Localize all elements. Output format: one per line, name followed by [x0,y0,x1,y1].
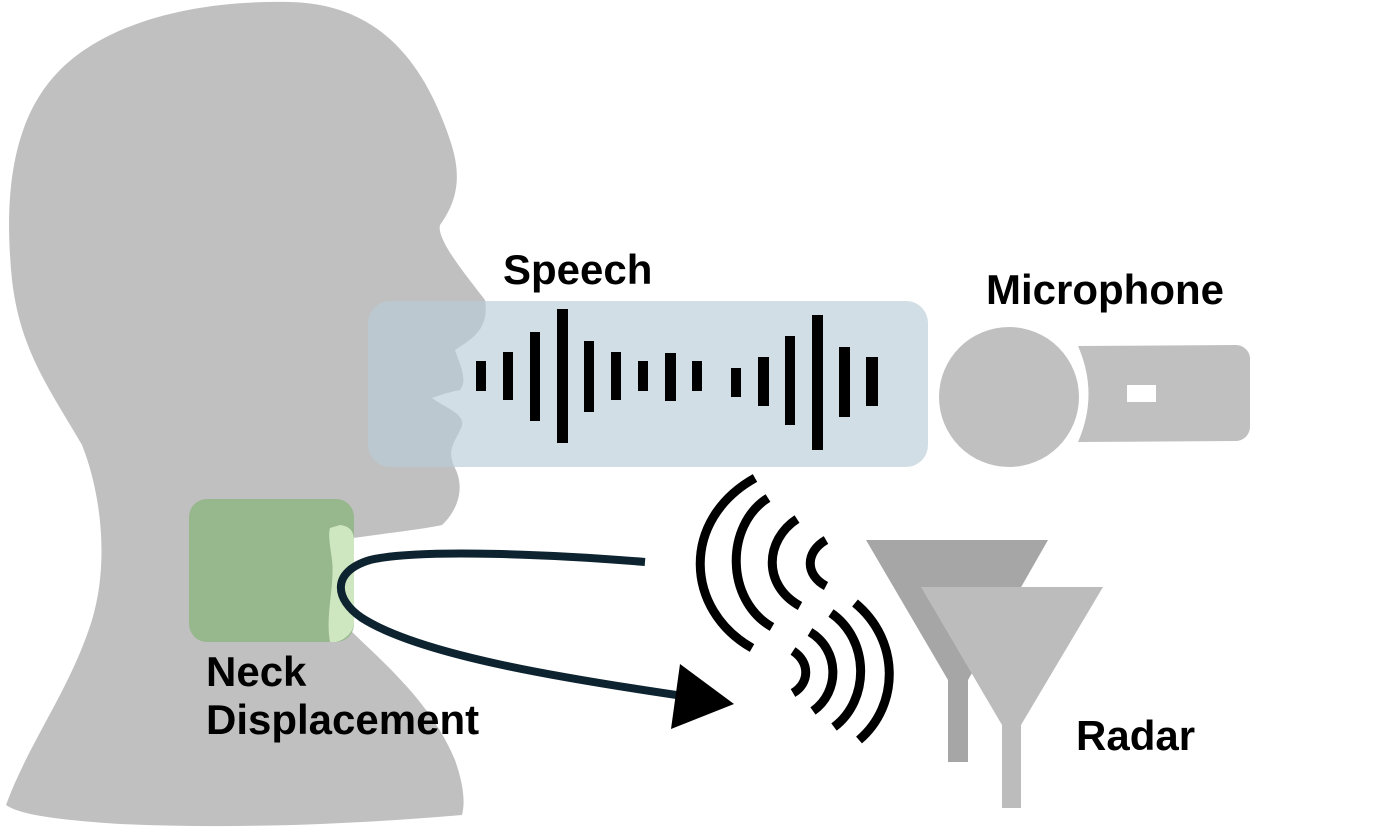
waveform-bar [839,347,850,417]
waveform-bar [665,353,676,401]
arrow-shaft [336,549,691,701]
wave-arc [767,515,803,610]
radar-label: Radar [1076,712,1196,759]
neck-box [189,499,354,642]
wave-arc [852,599,894,744]
waveform-bar [530,332,540,421]
waveform-bar [692,361,702,391]
neck-label-line1: Neck [206,648,307,695]
wave-arc [828,609,866,731]
waveform-bar [557,309,568,443]
radar-antenna-icon [866,540,1103,808]
waveform-bar [611,352,621,400]
arrow-head [671,664,734,729]
curved-arrow-icon [336,549,734,729]
wave-arc [805,536,829,590]
waveform-bar [476,361,486,391]
wave-arc [695,474,758,652]
microphone-slot [1127,385,1156,402]
microphone-label: Microphone [986,266,1224,313]
speech-label: Speech [503,246,653,293]
waveform-bar [638,361,648,391]
radar-front-dish [921,587,1103,808]
wave-arc [790,647,811,697]
microphone-body [1078,345,1250,442]
radio-waves-icon-reflected [790,599,894,744]
head-silhouette-icon [6,1,486,827]
waveform-bar [503,352,513,400]
waveform-bar [584,341,594,412]
wave-arc [807,628,838,715]
microphone-icon [939,327,1250,467]
wave-arc [731,494,775,631]
waveform-bar [812,315,823,450]
microphone-head [939,327,1079,467]
waveform-bar [758,357,769,406]
waveform-bar [785,336,795,425]
speech-waveform-icon [476,309,878,450]
waveform-bar [866,357,878,406]
neck-label-line2: Displacement [206,696,480,744]
waveform-bar [731,368,741,397]
neck-displacement-label: Neck Displacement [206,648,479,745]
radio-waves-icon [695,474,829,652]
